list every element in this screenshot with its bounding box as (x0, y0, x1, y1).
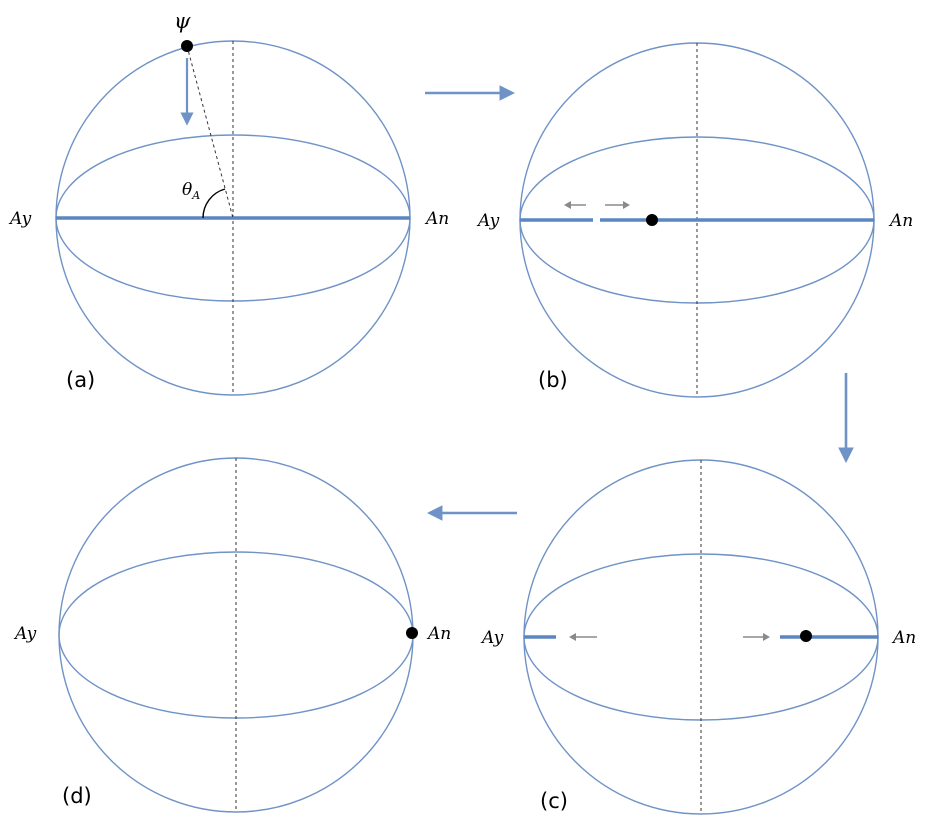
angle-arc (202, 188, 226, 219)
left-pole-label: Ay (13, 624, 37, 644)
panel-caption: (d) (62, 784, 92, 808)
right-pole-label: An (424, 209, 449, 229)
state-dot (646, 214, 658, 226)
panel-d: Ay An (d) (13, 457, 451, 813)
left-pole-label: Ay (476, 211, 500, 231)
right-pole-label: An (888, 211, 913, 231)
panel-c: Ay An (c) (480, 459, 916, 815)
theta-label: θA (182, 180, 200, 202)
state-dot (800, 630, 812, 642)
state-dot (406, 627, 418, 639)
panel-caption: (b) (538, 368, 568, 392)
left-pole-label: Ay (8, 209, 32, 229)
right-arrow-icon (743, 633, 770, 641)
panel-caption: (c) (540, 789, 568, 813)
panel-b: Ay An (b) (476, 42, 913, 398)
left-arrow-icon (569, 633, 597, 641)
state-dot (181, 40, 193, 52)
panel-caption: (a) (66, 368, 95, 392)
right-pole-label: An (891, 628, 916, 648)
panel-a: ψ θA Ay An (a) (8, 9, 449, 396)
left-arrow-icon (564, 201, 586, 209)
theta-subscript: A (191, 189, 200, 202)
right-pole-label: An (426, 624, 451, 644)
psi-label: ψ (174, 9, 191, 33)
right-arrow-icon (605, 201, 630, 209)
left-pole-label: Ay (480, 628, 504, 648)
